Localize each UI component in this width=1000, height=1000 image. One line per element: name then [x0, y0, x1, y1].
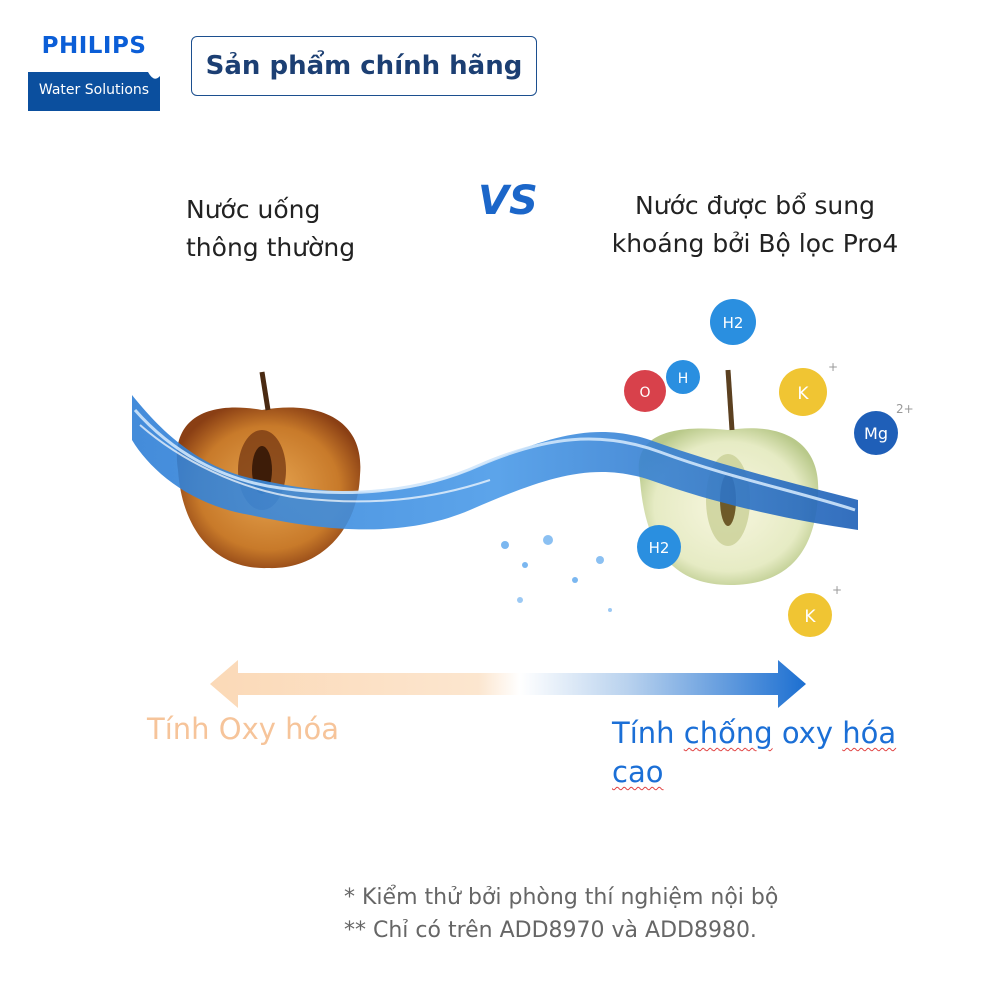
svg-text:+: + [832, 583, 842, 597]
molecule-mg: Mg 2+ [854, 402, 914, 455]
left-heading-line2: thông thường [186, 233, 356, 262]
logo-brand: PHILIPS [41, 33, 147, 59]
molecule-h2-top: H2 [710, 299, 756, 345]
right-heading-line2: khoáng bởi Bộ lọc Pro4 [611, 229, 899, 258]
antioxidant-word: hóa [842, 716, 897, 750]
left-heading: Nước uống thông thường [186, 191, 446, 267]
svg-text:2+: 2+ [896, 402, 914, 416]
molecule-o: O [624, 370, 666, 412]
footnote-models: ** Chỉ có trên ADD8970 và ADD8980. [344, 918, 757, 943]
molecule-h2-bottom: H2 [637, 525, 681, 569]
molecule-k-bottom: K + [788, 583, 842, 637]
logo-subtitle: Water Solutions [38, 82, 150, 98]
antioxidant-word: chống [683, 716, 773, 750]
genuine-product-badge: Sản phẩm chính hãng [191, 36, 537, 96]
svg-text:K: K [804, 607, 816, 627]
antioxidant-label: Tính chống oxy hóa cao [612, 714, 932, 792]
svg-text:H: H [678, 371, 689, 387]
molecule-k-top: K + [779, 360, 838, 416]
svg-text:H2: H2 [723, 314, 744, 332]
svg-text:H2: H2 [649, 539, 670, 557]
molecule-h: H [666, 360, 700, 394]
antioxidant-word: oxy [781, 716, 834, 750]
antioxidant-word: cao [612, 755, 664, 789]
logo-swoosh-icon [148, 72, 160, 79]
antioxidant-word: Tính [612, 716, 675, 750]
svg-text:K: K [797, 384, 809, 404]
oxidation-label: Tính Oxy hóa [147, 712, 340, 746]
right-heading-line1: Nước được bổ sung [635, 191, 875, 220]
apple-water-illustration: H2 O H K + Mg 2+ H2 K + [132, 299, 914, 637]
svg-text:+: + [828, 360, 838, 374]
water-splash [132, 395, 858, 612]
right-heading: Nước được bổ sung khoáng bởi Bộ lọc Pro4 [590, 187, 920, 263]
svg-text:O: O [639, 385, 650, 401]
philips-logo: PHILIPS Water Solutions [28, 28, 160, 111]
svg-text:Mg: Mg [864, 424, 888, 443]
vs-label: VS [478, 178, 538, 224]
footnote-lab-test: * Kiểm thử bởi phòng thí nghiệm nội bộ [344, 885, 779, 910]
left-heading-line1: Nước uống [186, 195, 321, 224]
oxidation-scale-arrow [210, 660, 806, 708]
